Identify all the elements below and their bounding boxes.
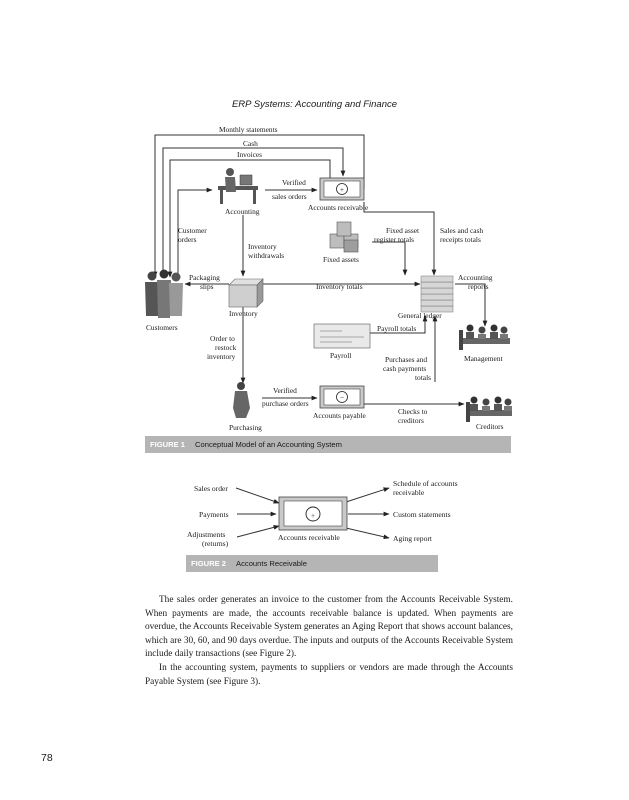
cash-label: Cash <box>243 139 258 148</box>
sales-cash-arrow <box>363 202 437 276</box>
schedule-arrow <box>345 487 390 503</box>
sales-cash-label-1: Sales and cash <box>440 226 483 235</box>
minus-sign: − <box>340 393 344 402</box>
figure-2-ar-label: Accounts receivable <box>278 533 340 542</box>
schedule-label-1: Schedule of accounts <box>393 479 458 488</box>
plus-sign: + <box>340 185 344 194</box>
fixed-asset-arrow <box>372 241 408 276</box>
purchase-orders-label: purchase orders <box>262 399 309 408</box>
figure-1-caption: FIGURE 1 Conceptual Model of an Accounti… <box>145 436 511 453</box>
accounting-label: Accounting <box>225 207 260 216</box>
payroll-totals-arrow <box>370 315 428 334</box>
inventory-icon <box>228 278 264 308</box>
accounts-receivable-label: Accounts receivable <box>308 203 369 212</box>
order-restock-label-1: Order to <box>210 334 235 343</box>
verified-label-1: Verified <box>282 178 306 187</box>
inventory-withdrawals-label-2: withdrawals <box>248 251 284 260</box>
figure-2-caption: FIGURE 2 Accounts Receivable <box>186 555 438 572</box>
purchases-payments-label-1: Purchases and <box>385 355 427 364</box>
accounting-reports-label-2: reports <box>468 282 489 291</box>
aging-report-label: Aging report <box>393 534 433 543</box>
cash-arrow <box>162 147 346 277</box>
figure-2-title: Accounts Receivable <box>236 559 307 568</box>
sales-order-label: Sales order <box>194 484 228 493</box>
management-label: Management <box>464 354 504 363</box>
accounting-reports-arrow <box>455 283 488 327</box>
invoices-arrow <box>167 159 331 278</box>
management-icon <box>459 324 510 350</box>
purchases-payments-label-2: cash payments <box>383 364 426 373</box>
accounting-desk-icon <box>218 168 258 204</box>
body-text: The sales order generates an invoice to … <box>145 594 513 689</box>
purchasing-person-icon <box>233 382 250 418</box>
accounts-payable-label: Accounts payable <box>313 411 366 420</box>
monthly-statements-label: Monthly statements <box>219 125 278 134</box>
fixed-assets-icon <box>329 221 359 253</box>
payroll-totals-label: Payroll totals <box>377 324 416 333</box>
figure-2-ar-box: + <box>278 496 348 531</box>
purchasing-label: Purchasing <box>229 423 262 432</box>
figure-1-number: FIGURE 1 <box>150 440 186 449</box>
customer-orders-label-1: Customer <box>178 226 207 235</box>
general-ledger-label: General ledger <box>398 311 442 320</box>
payments-label: Payments <box>199 510 229 519</box>
inventory-withdrawals-label-1: Inventory <box>248 242 277 251</box>
order-restock-label-2: restock <box>215 343 237 352</box>
customer-orders-arrow <box>177 187 213 277</box>
schedule-label-2: receivable <box>393 488 425 497</box>
checks-creditors-label-2: creditors <box>398 416 424 425</box>
figure-2-plus-sign: + <box>311 511 315 520</box>
payroll-check-icon <box>313 323 371 349</box>
customers-label: Customers <box>146 323 178 332</box>
paragraph-1: The sales order generates an invoice to … <box>145 595 513 660</box>
sales-order-arrow <box>235 487 280 504</box>
accounting-reports-label-1: Accounting <box>458 273 493 282</box>
page-number: 78 <box>41 752 53 764</box>
fixed-assets-label: Fixed assets <box>323 255 359 264</box>
creditors-label: Creditors <box>476 422 504 431</box>
inventory-totals-label: Inventory totals <box>316 282 363 291</box>
customers-icon <box>145 269 183 318</box>
fixed-asset-register-label-1: Fixed asset <box>386 226 420 235</box>
accounts-payable-box: − <box>319 385 365 409</box>
figure-1-diagram: + − <box>145 125 512 432</box>
adjustments-label-2: (returns) <box>202 539 229 548</box>
inventory-label: Inventory <box>229 309 258 318</box>
packaging-slips-label-2: slips <box>200 282 214 291</box>
figure-2-number: FIGURE 2 <box>191 559 227 568</box>
figure-1-title: Conceptual Model of an Accounting System <box>195 440 342 449</box>
invoices-label: Invoices <box>237 150 262 159</box>
accounts-receivable-box: + <box>319 177 365 201</box>
creditors-icon <box>466 396 512 422</box>
aging-report-arrow <box>345 527 390 540</box>
general-ledger-icon <box>420 275 454 313</box>
sales-orders-label: sales orders <box>272 192 307 201</box>
adjustments-arrow <box>236 525 280 538</box>
order-restock-label-3: inventory <box>207 352 236 361</box>
sales-cash-label-2: receipts totals <box>440 235 481 244</box>
paragraph-2: In the accounting system, payments to su… <box>145 662 513 687</box>
packaging-slips-label-1: Packaging <box>189 273 220 282</box>
monthly-statements-arrow <box>152 134 365 278</box>
verified-label-2: Verified <box>273 386 297 395</box>
checks-creditors-label-1: Checks to <box>398 407 428 416</box>
adjustments-label-1: Adjustments <box>187 530 225 539</box>
payroll-label: Payroll <box>330 351 351 360</box>
customer-orders-label-2: orders <box>178 235 197 244</box>
fixed-asset-register-label-2: register totals <box>374 235 414 244</box>
purchases-payments-label-3: totals <box>415 373 431 382</box>
custom-statements-label: Custom statements <box>393 510 451 519</box>
page-header: ERP Systems: Accounting and Finance <box>231 99 398 110</box>
